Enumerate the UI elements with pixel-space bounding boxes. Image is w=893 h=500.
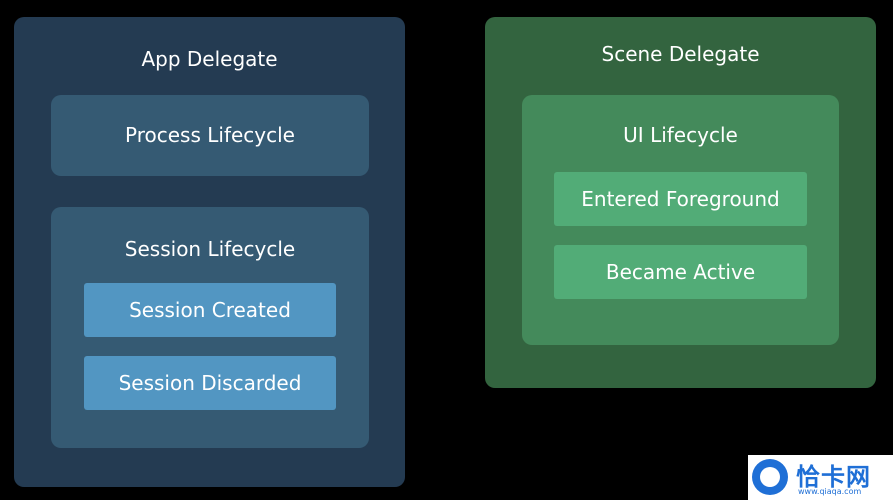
watermark-url: www.qiaqa.com — [798, 487, 862, 496]
session-created-box: Session Created — [84, 283, 336, 337]
scene-delegate-title: Scene Delegate — [601, 42, 760, 66]
process-lifecycle-title: Process Lifecycle — [125, 123, 295, 147]
entered-foreground-box: Entered Foreground — [554, 172, 807, 226]
session-discarded-box: Session Discarded — [84, 356, 336, 410]
watermark-logo: 恰卡网 www.qiaqa.com — [748, 455, 893, 500]
ui-lifecycle-title: UI Lifecycle — [623, 123, 738, 147]
became-active-box: Became Active — [554, 245, 807, 299]
process-lifecycle-box: Process Lifecycle — [51, 95, 369, 176]
watermark-text: 恰卡网 — [796, 463, 871, 491]
app-delegate-title: App Delegate — [141, 47, 278, 71]
session-lifecycle-title: Session Lifecycle — [124, 237, 296, 261]
watermark-q-icon — [752, 459, 788, 495]
